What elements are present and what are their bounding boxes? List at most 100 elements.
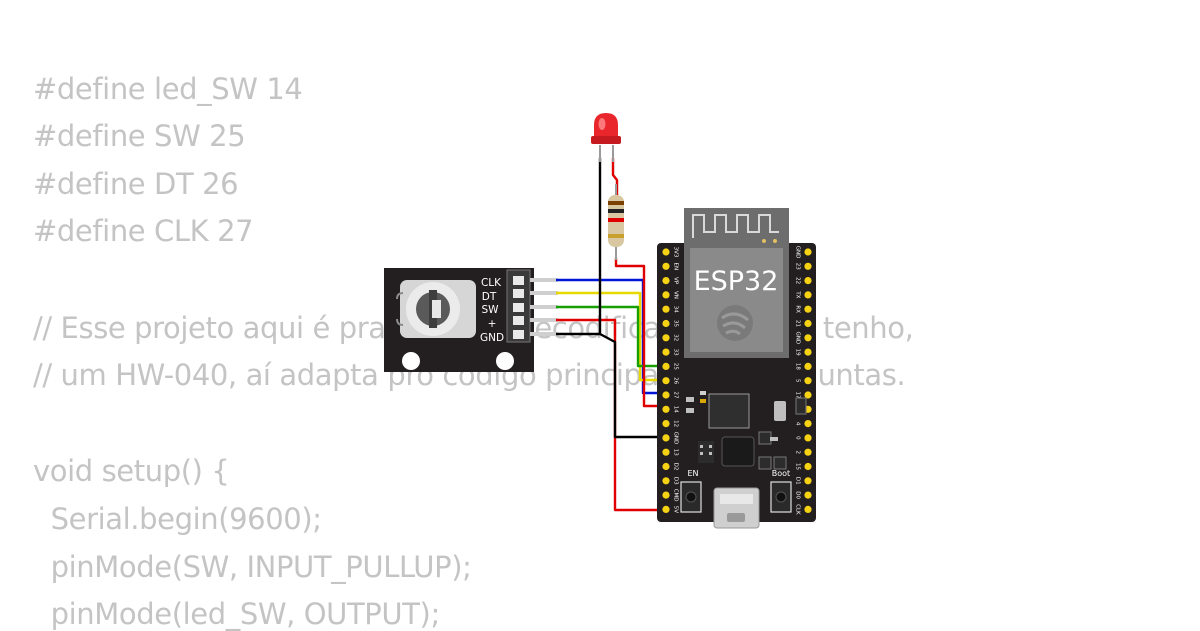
esp32-right-pin-label: CLK: [795, 504, 801, 515]
esp32-left-pin[interactable]: [662, 462, 670, 471]
encoder-pin-label-gnd: GND: [480, 332, 504, 344]
esp32-left-pin-labels: 3V3ENVPVN343532332526271412GND13D2D3CMD5…: [673, 247, 679, 514]
esp32-left-pin[interactable]: [662, 291, 670, 299]
esp32-left-pin-label: 5V: [673, 506, 679, 513]
wire-sw[interactable]: [556, 305, 667, 368]
esp32-right-pin-label: D0: [795, 491, 801, 499]
esp32-left-pin-label: 13: [673, 449, 679, 456]
esp32-left-pins: [662, 248, 670, 513]
wire-dt[interactable]: [556, 291, 667, 382]
encoder-pin-label-vcc: +: [488, 318, 497, 330]
esp32-left-pin[interactable]: [662, 405, 670, 413]
esp32-right-pin[interactable]: [804, 434, 812, 442]
esp32-right-pin-label: TX: [795, 290, 801, 298]
esp32-right-pin-label: RX: [795, 305, 801, 313]
wire-gnd[interactable]: [556, 332, 667, 439]
rotary-encoder-module[interactable]: CLK DT SW + GND: [384, 268, 558, 372]
esp32-right-pin[interactable]: [804, 477, 812, 485]
esp32-left-pin[interactable]: [662, 334, 670, 342]
esp32-left-pin-label: 32: [673, 334, 679, 341]
en-label: EN: [687, 469, 698, 478]
esp32-right-pin-label: GND: [795, 246, 801, 259]
encoder-header-pins: [513, 276, 524, 339]
esp32-left-pin[interactable]: [662, 348, 670, 356]
esp32-right-pin[interactable]: [804, 391, 812, 399]
esp32-right-pin[interactable]: [804, 462, 812, 471]
esp32-right-pin[interactable]: [804, 319, 812, 328]
espressif-logo-icon: [717, 305, 753, 341]
esp32-right-pin[interactable]: [804, 334, 812, 342]
esp32-right-pin[interactable]: [804, 362, 812, 370]
boot-button[interactable]: Boot: [770, 469, 792, 513]
esp32-left-pin[interactable]: [662, 262, 670, 270]
encoder-knob[interactable]: [396, 280, 476, 338]
resistor[interactable]: [608, 184, 624, 260]
esp32-left-pin[interactable]: [662, 448, 670, 456]
esp32-right-pin-label: 18: [795, 363, 801, 370]
esp32-left-pin[interactable]: [662, 505, 670, 513]
esp32-right-pin-label: 21: [795, 320, 801, 327]
esp32-left-pin-label: 25: [673, 363, 679, 370]
esp32-left-pin[interactable]: [662, 391, 670, 399]
esp32-left-pin[interactable]: [662, 248, 670, 256]
esp32-right-pin-label: 15: [795, 463, 801, 470]
esp32-left-pin-label: EN: [673, 263, 679, 271]
esp32-right-pin[interactable]: [804, 262, 812, 270]
esp32-left-pin[interactable]: [662, 305, 670, 313]
esp32-right-pin[interactable]: [804, 491, 812, 499]
esp32-components: [686, 391, 807, 470]
esp32-right-pin[interactable]: [804, 277, 812, 285]
esp32-right-pin-label: 22: [795, 277, 801, 284]
esp32-left-pin-label: VN: [673, 291, 679, 299]
esp32-left-pin-label: VP: [673, 277, 679, 285]
encoder-pin-stubs: [530, 278, 558, 336]
esp32-right-pin-label: 19: [795, 349, 801, 356]
en-button[interactable]: EN: [680, 469, 702, 513]
red-led[interactable]: [591, 113, 621, 162]
esp32-right-pin-label: 5: [795, 379, 801, 383]
esp32-left-pin-label: D3: [673, 477, 679, 485]
encoder-pin-label-clk: CLK: [481, 277, 502, 289]
esp32-left-pin-label: 27: [673, 392, 679, 399]
esp32-left-pin-label: 14: [673, 406, 679, 413]
esp32-label: ESP32: [694, 266, 779, 297]
esp32-left-pin[interactable]: [662, 477, 670, 485]
esp32-right-pin[interactable]: [804, 377, 812, 385]
esp32-left-pin-label: 34: [673, 306, 679, 313]
encoder-mount-hole-right: [496, 352, 514, 370]
esp32-left-pin-label: GND: [673, 432, 679, 445]
wire-clk[interactable]: [556, 278, 667, 395]
esp32-left-pin-label: 12: [673, 420, 679, 427]
esp32-right-pin-label: GND: [795, 331, 801, 344]
esp32-right-pin-label: 0: [795, 436, 801, 440]
esp32-right-pin-label: 17: [795, 392, 801, 399]
esp32-left-pin-label: D2: [673, 463, 679, 471]
esp32-left-pin-label: 3V3: [673, 247, 679, 258]
wire-vcc[interactable]: [556, 318, 667, 512]
esp32-right-pin-label: 4: [795, 422, 801, 426]
esp32-left-pin[interactable]: [662, 377, 670, 385]
esp32-left-pin[interactable]: [662, 420, 670, 428]
wires: [556, 158, 667, 512]
encoder-pin-label-sw: SW: [481, 304, 499, 316]
esp32-left-pin[interactable]: [662, 434, 670, 442]
esp32-right-pin[interactable]: [804, 348, 812, 356]
esp32-right-pin[interactable]: [804, 420, 812, 428]
esp32-right-pin[interactable]: [804, 248, 812, 256]
encoder-pin-label-dt: DT: [482, 291, 497, 303]
wire-resistor-to-gpio14[interactable]: [614, 258, 667, 408]
micro-usb-port[interactable]: [713, 487, 760, 529]
esp32-left-pin[interactable]: [662, 277, 670, 285]
antenna-trace: [692, 214, 779, 238]
esp32-left-pin[interactable]: [662, 319, 670, 328]
esp32-right-pin[interactable]: [804, 448, 812, 456]
esp32-right-pin[interactable]: [804, 305, 812, 313]
esp32-right-pin-label: 23: [795, 263, 801, 270]
esp32-right-pin[interactable]: [804, 505, 812, 513]
esp32-left-pin[interactable]: [662, 362, 670, 370]
esp32-right-pin[interactable]: [804, 291, 812, 299]
esp32-devkit[interactable]: ESP32 3V3ENVPVN343532332526271412GND13D2…: [657, 208, 816, 529]
esp32-left-pin[interactable]: [662, 491, 670, 499]
encoder-mount-hole-left: [402, 352, 420, 370]
